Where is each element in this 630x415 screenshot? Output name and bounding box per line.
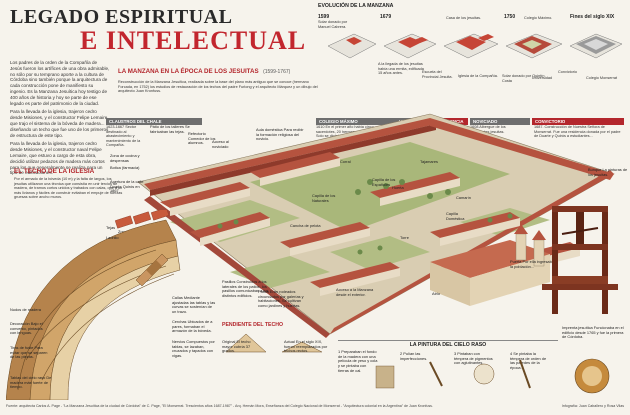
techo-label-tablas: Tablas del cielo raso De madera más fuer… bbox=[10, 375, 52, 390]
callout-camarin: Camarín bbox=[456, 195, 471, 200]
evolution-stage-1: 1599 Solar donado por Manuel Cabrera. bbox=[318, 14, 348, 29]
callout-puerta: Puerta Por ella ingresaba la población..… bbox=[510, 259, 554, 269]
evolution-stage-2-icon bbox=[383, 33, 437, 59]
printing-press-icon bbox=[542, 206, 618, 314]
page-title-line2: E INTELECTUAL bbox=[80, 26, 307, 55]
callout-aula: Aula doméstica Para recibir la formación… bbox=[256, 127, 304, 142]
techo-callas: Callas Mediante ajustadas las tablas y l… bbox=[172, 295, 216, 315]
callout-huerta: Huerta bbox=[392, 185, 404, 190]
callout-tajamares: Tajamares bbox=[420, 159, 438, 164]
callout-capilla-esp: Capilla de los Españoles bbox=[372, 177, 396, 187]
band-noviciado-text: 1608 Albergue de los estudiantes jesuita… bbox=[470, 125, 506, 134]
main-years: (1599-1767) bbox=[263, 69, 291, 75]
evolution-caption-2: Iglesia de la Compañía. bbox=[458, 74, 498, 78]
callout-capilla: Pátio de los talleres Se fabricaban las … bbox=[150, 124, 190, 134]
pintura-step-1: 1 Preparaban el fondo de la madera con u… bbox=[338, 349, 378, 373]
techo-label-tejas: Tejas bbox=[106, 225, 116, 230]
footer: Fuente: arquitecta Carlos A. Page - "La … bbox=[6, 404, 624, 408]
callout-bunque: Bunque La pinturas de los jesuitas. bbox=[588, 167, 628, 177]
callout-cancha: Cancha de pelota bbox=[290, 223, 321, 228]
techo-desc: Por el armado de la bóveda (10 m) y la f… bbox=[14, 177, 123, 200]
church-building bbox=[430, 224, 550, 306]
evolution-stage-1-icon bbox=[327, 33, 377, 59]
callout-capilla-nat: Capilla de los Naturales bbox=[312, 193, 336, 203]
callout-apertura: Apertura de la calle Duarte Quirós en 18… bbox=[110, 179, 144, 194]
callout-pasillos: Pasillos Construidos a los laterales de … bbox=[222, 279, 269, 299]
techo-nervios: Nervios Compuestos por tablas, se lazaba… bbox=[172, 339, 215, 359]
band-colegio: COLEGIO MÁXIMO bbox=[316, 118, 396, 125]
pintura-title: LA PINTURA DEL CIELO RASO bbox=[409, 342, 487, 348]
callout-cocina: Zona de cocina y despensas bbox=[110, 153, 140, 163]
evolution-stage-2: 1679 bbox=[380, 14, 392, 20]
ornament-icon bbox=[574, 358, 610, 394]
evolution-drawings bbox=[327, 33, 623, 59]
evolution-stage-4-icon bbox=[505, 33, 563, 59]
callout-refectorio: Refectorio Comedor de los alumnos. bbox=[188, 131, 216, 146]
callout-patios: Patios Eran rodeados circundados por gal… bbox=[258, 289, 304, 309]
band-claustros-text: 1623-1667 Sector destinado al abastecimi… bbox=[106, 125, 141, 148]
band-noviciado: NOVICIADO bbox=[470, 118, 530, 125]
band-convictorio: CONVICTORIO bbox=[532, 118, 624, 125]
trees bbox=[217, 179, 513, 255]
evolution-stage-5-icon bbox=[569, 33, 623, 59]
evolution-caption-5: Universidad bbox=[532, 76, 553, 80]
pendiente-diagram bbox=[225, 333, 323, 353]
intro-p1: Los padres de la orden de la Compañía de… bbox=[10, 60, 110, 106]
evolution-caption-4: Convictorio bbox=[558, 70, 577, 74]
pintura-section: LA PINTURA DEL CIELO RASO bbox=[338, 340, 558, 348]
callout-atrio: Atrio bbox=[432, 291, 440, 296]
intro-p2: Para la llevada de la iglesia, trajeron … bbox=[10, 109, 109, 138]
callout-acceso: Acceso al noviciado bbox=[212, 139, 229, 149]
evolution-section: EVOLUCIÓN DE LA MANZANA 1599 S bbox=[318, 3, 624, 92]
intro-p3: Para la llevada de la iglesia, trajeron … bbox=[10, 141, 105, 176]
evolution-caption-6: Colegio Monserrat bbox=[586, 76, 618, 80]
pintura-step-4: 4 Se pintaba la témpera de orden de las … bbox=[510, 351, 547, 371]
footer-credito: Infografía: Juan Caballero y Rosa Vilas bbox=[561, 404, 624, 408]
techo-section: EL TECHO DE LA IGLESIA Por el armado de … bbox=[14, 168, 124, 200]
evolution-stage-3-text: Casa de los jesuitas. bbox=[446, 16, 482, 20]
evolution-caption-1: Escuela del Provincial Jesuita. bbox=[422, 70, 453, 79]
manzana-illustration bbox=[137, 113, 615, 338]
page-title-line1: LEGADO ESPIRITUAL bbox=[10, 6, 233, 28]
techo-label-decoracion: Decoración Bajo el convento, pintados co… bbox=[10, 321, 43, 336]
footer-fuentes: Fuente: arquitecta Carlos A. Page - "La … bbox=[6, 404, 433, 408]
techo-cerchas: Cerchas Ubicados de a pares, formaban el… bbox=[172, 319, 213, 334]
main-title: LA MANZANA EN LA ÉPOCA DE LOS JESUITAS bbox=[118, 68, 259, 75]
pendiente-section: PENDIENTE DEL TECHO bbox=[222, 322, 332, 328]
callout-capilla-dom: Capilla Doméstica bbox=[446, 211, 465, 221]
callas-detail-icon bbox=[135, 253, 169, 287]
roof-vault-illustration bbox=[6, 210, 181, 400]
main-section-header: LA MANZANA EN LA ÉPOCA DE LOS JESUITAS (… bbox=[118, 60, 318, 94]
techo-label-nudos: Nudos de madera bbox=[10, 307, 41, 312]
techo-label-tiras: Tiras de fuste Para evitar que se separe… bbox=[10, 345, 48, 360]
pendiente-original: Original El techo mayor cubría 37 grados… bbox=[222, 339, 251, 354]
intro-text: Los padres de la orden de la Compañía de… bbox=[10, 60, 110, 179]
pintura-step-3: 3 Pintaban con témpera de pigmentos con … bbox=[454, 351, 493, 366]
evolution-caption-3: Solar donado por Quintín Costa bbox=[502, 74, 545, 83]
callout-torre: Torre bbox=[400, 235, 409, 240]
techo-title: EL TECHO DE LA IGLESIA bbox=[14, 168, 95, 175]
evolution-stage-2-text: A la llegada de los jesuitas había una e… bbox=[378, 62, 424, 76]
main-description: Reconstrucción de la Manzana Jesuítica, … bbox=[118, 80, 318, 94]
evolution-stage-3-icon bbox=[443, 33, 499, 59]
painting-tools-icons bbox=[375, 359, 531, 389]
band-claustros: CLAUSTROS DEL CHALE bbox=[106, 118, 202, 125]
callout-corral: Corral bbox=[340, 159, 351, 164]
evolution-stage-4-text: Colegio Máximo. bbox=[524, 16, 553, 20]
pendiente-title: PENDIENTE DEL TECHO bbox=[222, 322, 284, 328]
evolution-stage-5: Fines del siglo XIX bbox=[570, 14, 615, 20]
callout-acceso-manzana: Acceso a la Manzana desde el exterior. bbox=[336, 287, 374, 297]
callout-botica: Botica (farmacia) bbox=[110, 165, 140, 170]
pendiente-actual: Actual En el siglo XIX, fueron reemplaza… bbox=[284, 339, 328, 354]
callout-imprenta: Imprenta jesuítica Funcionaba en el edif… bbox=[562, 325, 624, 340]
techo-label-ladrillo: Ladrillo bbox=[106, 235, 119, 240]
band-convictorio-text: 1687. Construcción de Nuestra Señora de … bbox=[534, 125, 621, 139]
evolution-stage-4: 1750 bbox=[504, 14, 516, 20]
evolution-title: EVOLUCIÓN DE LA MANZANA bbox=[318, 3, 394, 9]
pintura-step-2: 2 Pulían las imperfecciones. bbox=[400, 351, 428, 361]
